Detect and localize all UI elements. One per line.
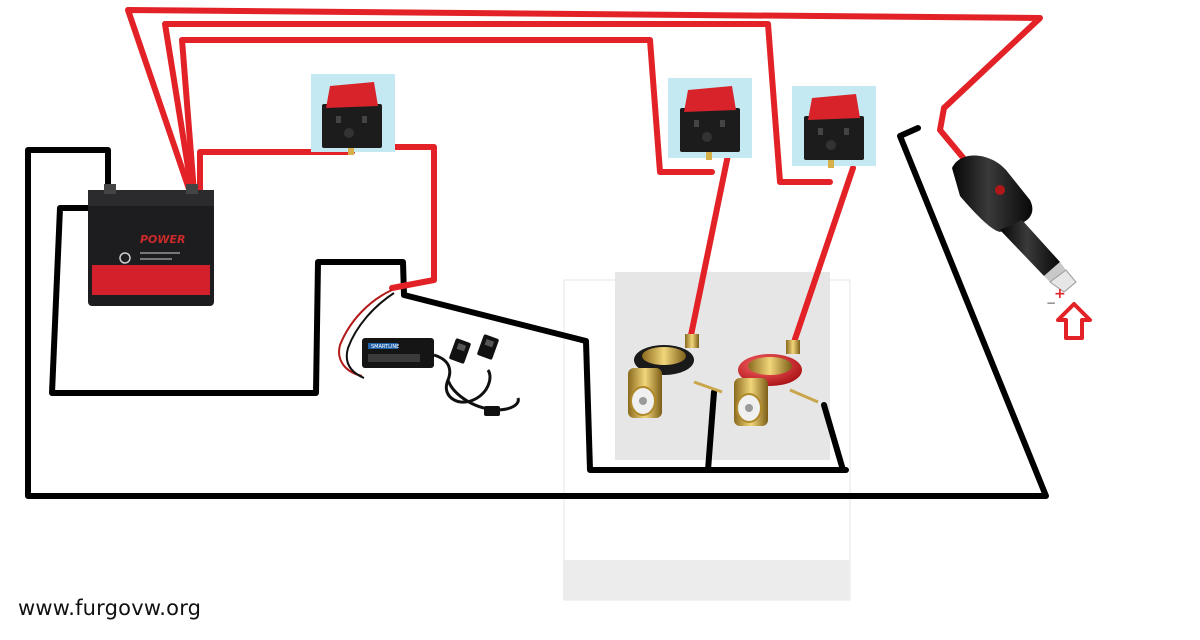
battery-red-band (92, 265, 210, 295)
usb-socket-icon (449, 338, 471, 364)
ground-loop-wire (25, 125, 1049, 499)
battery: POWER (88, 184, 214, 306)
switch-2-body (680, 108, 740, 152)
usb-converter-label: SMARTLINE (371, 344, 399, 350)
battery-label-line (140, 252, 180, 254)
usb-converter-logo (368, 343, 398, 349)
switch-3-feed-wire (162, 21, 833, 195)
lighter-plug-lead (937, 105, 968, 163)
positive-wires (125, 7, 1043, 351)
lighter-feed-wire (125, 7, 1043, 195)
rocker-switch-3 (792, 86, 876, 168)
rca-black-thread (685, 334, 699, 348)
lighter-minus-sign: − (1046, 296, 1056, 310)
switch-1-hole (344, 128, 354, 138)
usb-converter-sticker (368, 354, 420, 362)
lighter-plus-sign: + (1054, 286, 1066, 302)
lighter-plug-cap (952, 155, 1033, 232)
rca-right-ground-wire (821, 402, 846, 473)
switch-1-slot (336, 116, 341, 123)
switch-2-hole (702, 132, 712, 142)
switch-1-slot (362, 116, 367, 123)
switch-2-slot (694, 120, 699, 127)
usb-port (456, 343, 467, 352)
battery-terminal-negative (104, 184, 116, 194)
switch-2-feed-wire (179, 37, 715, 195)
rca-left-feed-wire (687, 152, 731, 343)
usb-cable (433, 353, 492, 404)
battery-label-line (140, 258, 172, 260)
switch-3-slot (844, 128, 849, 135)
usb-cable-clip (484, 406, 500, 416)
switch-1-terminal (348, 148, 354, 155)
rca-red-nut (748, 357, 792, 375)
rca-red-pin-hole (745, 404, 753, 412)
rca-red-thread (786, 340, 800, 354)
rca-black-nut (642, 347, 686, 365)
battery-lid (88, 190, 214, 206)
negative-wires (25, 125, 1049, 499)
lighter-plug: + − (952, 155, 1092, 340)
switch-3-hole (826, 140, 836, 150)
usb-output-wire (369, 144, 437, 291)
battery-logo-icon (119, 252, 131, 264)
switch-3-rocker (808, 94, 860, 120)
rca-red-solder-tab (789, 388, 819, 404)
photo-strip (563, 560, 849, 600)
switch-3-terminal (828, 160, 834, 168)
switch-2-slot (720, 120, 725, 127)
rca-left-ground-wire (705, 389, 717, 473)
rca-black-solder-tab (693, 380, 723, 394)
site-watermark: www.furgovw.org (18, 596, 202, 620)
switch-2-rocker (684, 86, 736, 112)
battery-brand-text: POWER (140, 233, 186, 246)
switch-2-terminal (706, 152, 712, 160)
lighter-plug-spring (1044, 262, 1066, 282)
switch-1-rocker (326, 82, 378, 108)
battery-terminal-positive (186, 184, 198, 194)
usb-converter-body (362, 338, 434, 368)
usb-converter-input-lead-black (345, 292, 395, 379)
up-arrow-icon (1056, 302, 1092, 340)
usb-converter: SMARTLINE (338, 289, 520, 416)
switch-1-feed-wire (197, 149, 355, 195)
switch-1-body (322, 104, 382, 148)
rca-right-feed-wire (789, 165, 856, 351)
usb-converter-input-lead-red (338, 289, 393, 377)
rca-black-pin-hole (639, 397, 647, 405)
switch-3-body (804, 116, 864, 160)
lighter-plug-body (1000, 220, 1060, 276)
usb-port (484, 339, 495, 348)
lighter-plug-led (995, 185, 1005, 195)
ground-return-wire (49, 205, 849, 473)
rca-socket-black (628, 334, 723, 418)
usb-socket-icon (477, 334, 499, 360)
lighter-plug-tip (1049, 269, 1077, 293)
rca-socket-red (734, 340, 819, 426)
switch-3-slot (818, 128, 823, 135)
rocker-switch-2 (668, 78, 752, 160)
rocker-switch-1 (311, 74, 395, 155)
